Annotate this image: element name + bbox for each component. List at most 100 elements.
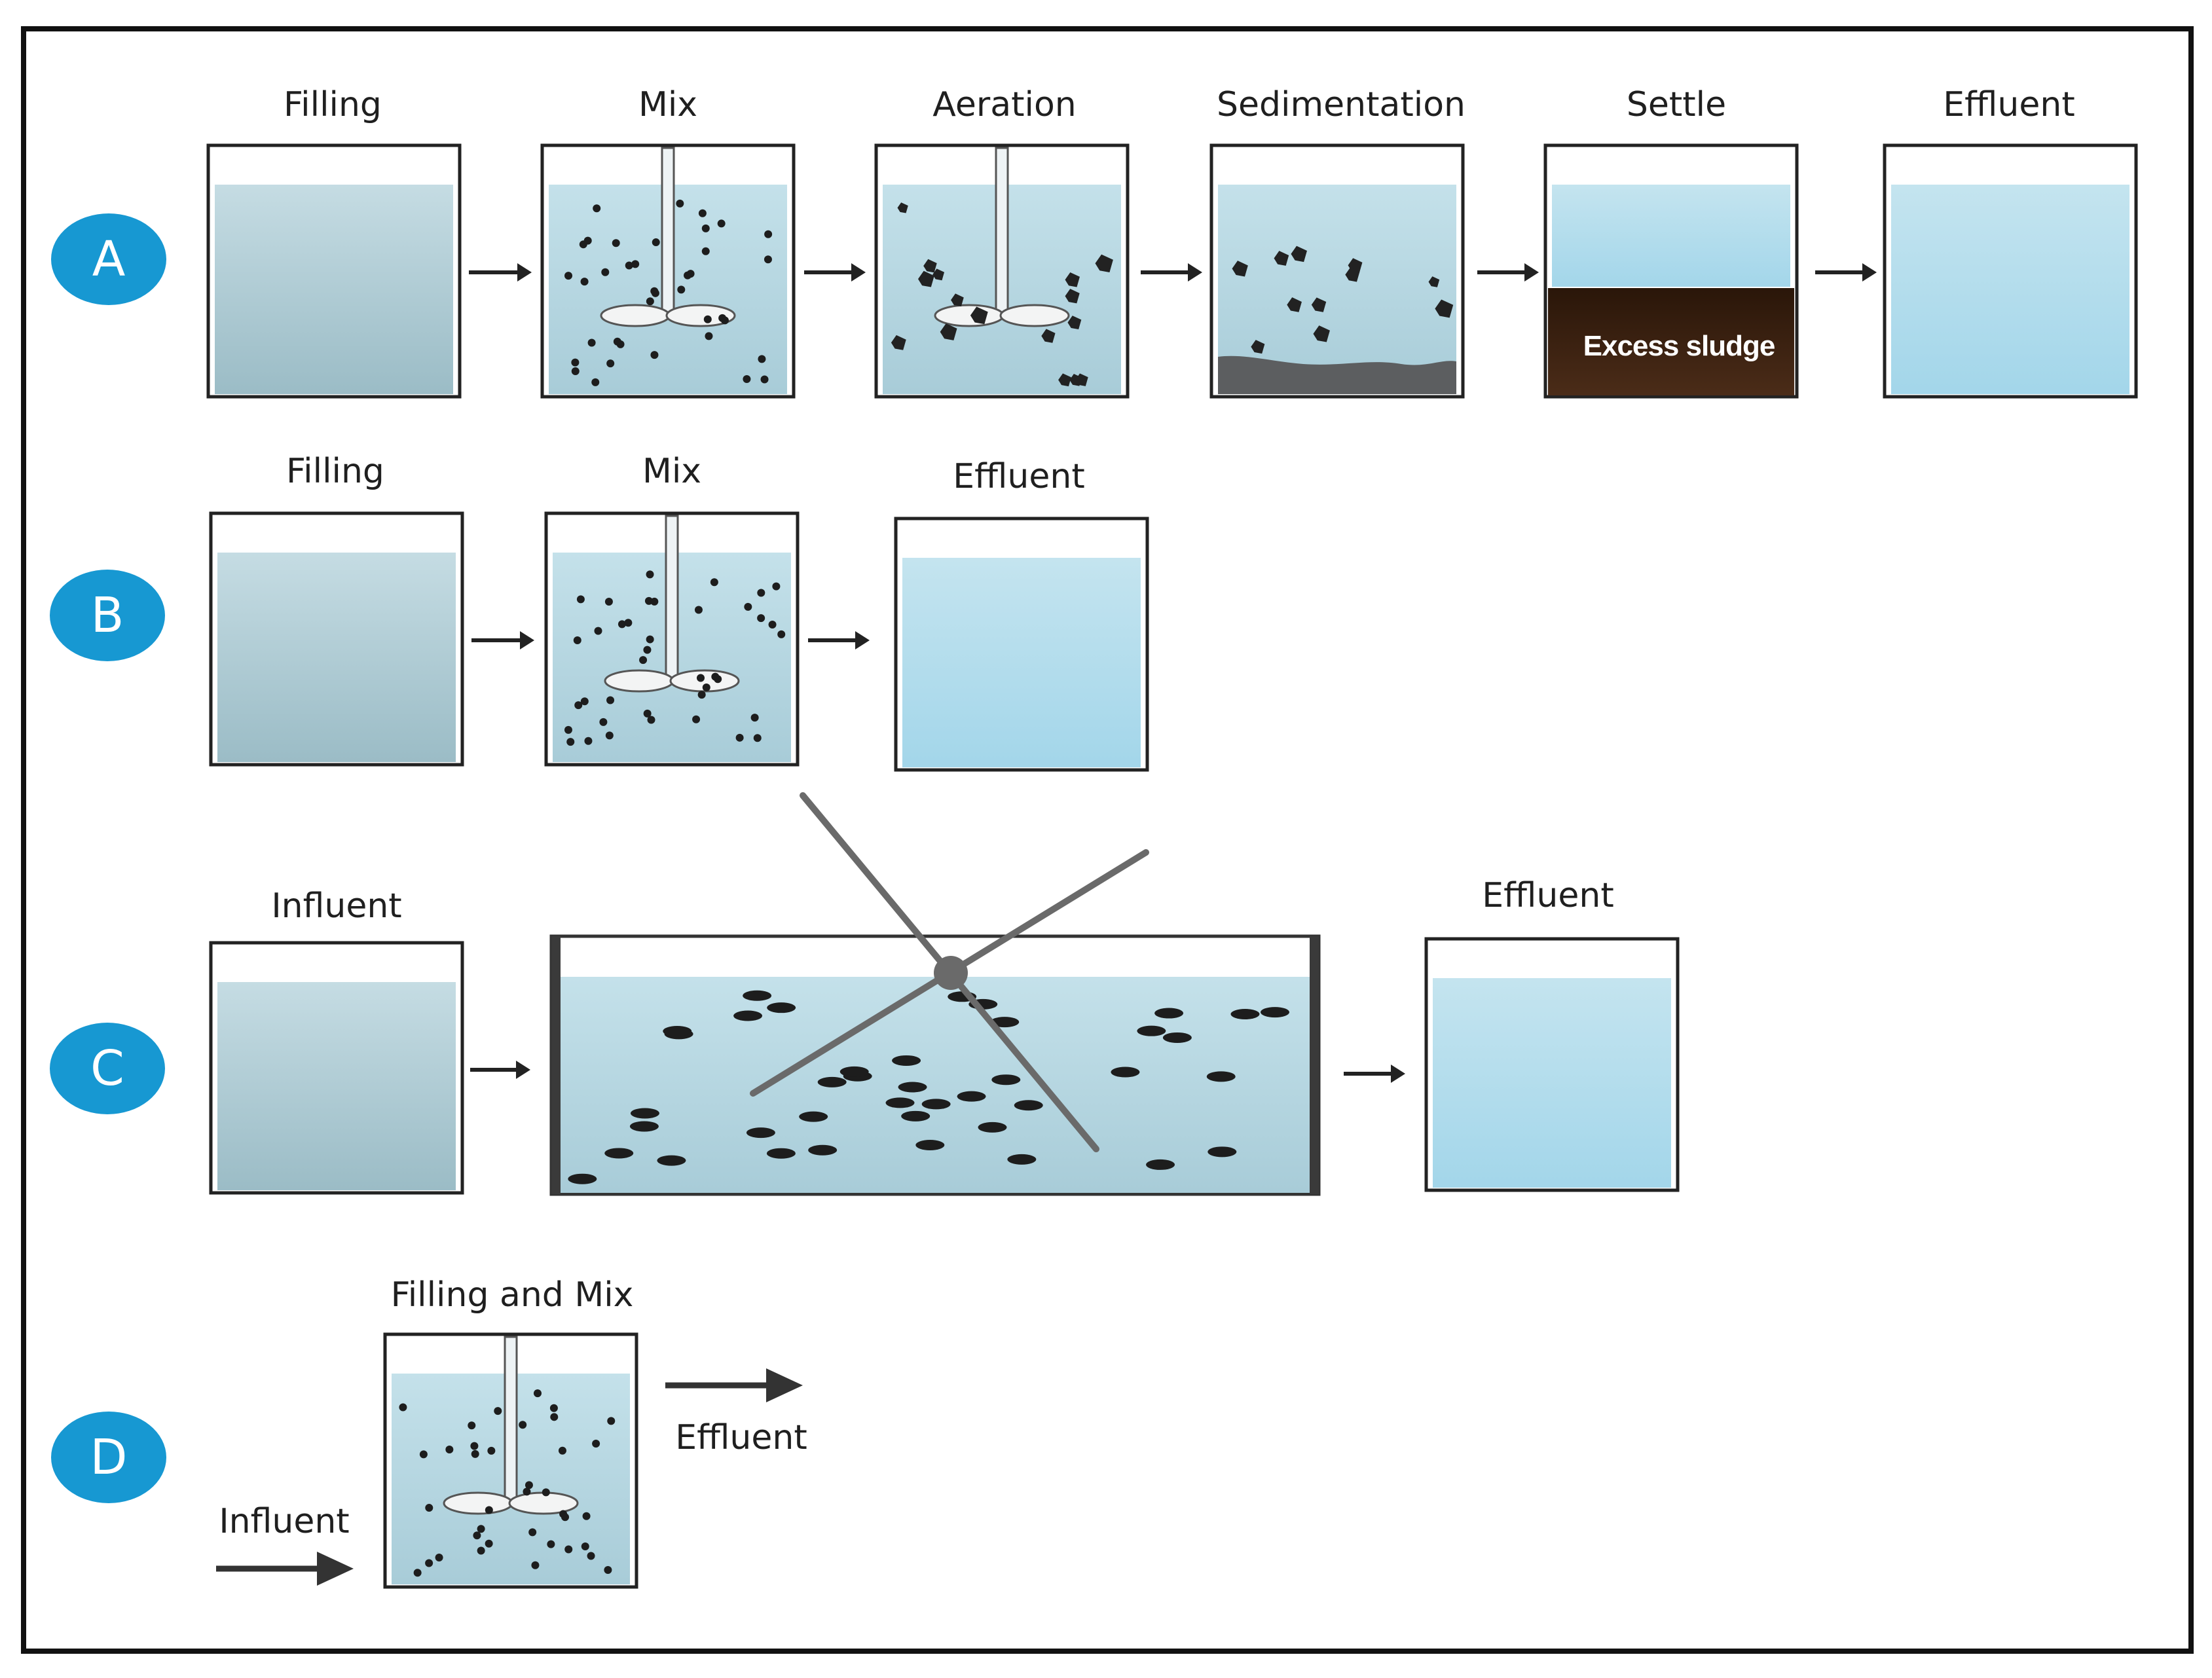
arrows-row-d <box>216 1368 803 1586</box>
particle <box>777 630 786 638</box>
biomass-particle <box>839 1066 869 1077</box>
stirrer-icon <box>604 515 740 693</box>
particle <box>639 656 648 665</box>
particle <box>477 1546 485 1555</box>
particle <box>686 270 695 278</box>
floc <box>891 335 906 350</box>
particle <box>425 1559 433 1567</box>
particle <box>698 209 707 217</box>
particle <box>419 1450 428 1459</box>
particle <box>413 1569 422 1577</box>
particle <box>477 1525 485 1533</box>
particle <box>470 1442 479 1450</box>
particle <box>528 1528 537 1537</box>
particle <box>549 1404 558 1412</box>
particle <box>576 595 585 604</box>
particle <box>692 715 701 723</box>
particle <box>613 337 621 346</box>
particle <box>650 287 659 295</box>
particle <box>487 1446 496 1455</box>
particle <box>764 230 773 238</box>
label-a-settle: Settle <box>1626 85 1727 124</box>
particle <box>547 1540 555 1548</box>
biomass-particle <box>629 1121 659 1132</box>
label-d-filling-and-mix: Filling and Mix <box>390 1275 634 1315</box>
particle <box>757 614 765 623</box>
particle <box>587 338 596 347</box>
biomass-particle <box>990 1017 1020 1028</box>
biomass-particle <box>892 1055 921 1066</box>
label-d-effluent: Effluent <box>675 1418 807 1457</box>
biomass-particle <box>991 1074 1021 1085</box>
biomass-particle <box>604 1148 634 1159</box>
floc <box>1345 267 1360 282</box>
floc <box>1095 254 1113 272</box>
particle <box>750 714 759 722</box>
row-c-badge: C <box>50 1023 165 1114</box>
biomass-particle <box>957 1091 986 1102</box>
particle <box>473 1531 481 1540</box>
biomass-particle <box>1206 1071 1236 1082</box>
particle <box>594 627 602 635</box>
stirrer-icon <box>443 1336 579 1515</box>
particle <box>561 1513 570 1522</box>
label-b-effluent: Effluent <box>953 457 1085 496</box>
particle <box>519 1421 527 1429</box>
biomass-particle <box>799 1111 828 1122</box>
particle <box>701 247 710 255</box>
particle <box>753 734 762 742</box>
particle <box>485 1539 493 1548</box>
particle <box>652 238 660 247</box>
floc <box>1435 299 1454 318</box>
particle <box>571 367 580 376</box>
floc <box>1058 373 1071 387</box>
particle <box>650 597 659 606</box>
floc <box>1232 261 1248 277</box>
label-a-filling: Filling <box>284 85 382 124</box>
arrows-row-b <box>471 631 870 649</box>
label-b-mix: Mix <box>642 452 702 491</box>
particle <box>757 589 765 597</box>
arrows-row-c <box>470 1061 1405 1083</box>
biomass-particle <box>901 1110 931 1122</box>
particle <box>485 1506 493 1514</box>
biomass-particle <box>568 1173 597 1184</box>
tank-a-effluent <box>1883 143 2138 399</box>
particle <box>764 255 772 264</box>
particle <box>735 733 744 742</box>
particle <box>646 297 654 306</box>
biomass-particle <box>746 1127 775 1139</box>
floc <box>932 268 945 281</box>
particle <box>768 620 777 629</box>
floc <box>1041 329 1056 343</box>
biomass-particle <box>767 1002 796 1013</box>
particle <box>744 602 752 611</box>
particle <box>574 701 583 710</box>
particle <box>643 709 652 718</box>
particle <box>533 1389 542 1398</box>
particle <box>468 1421 476 1430</box>
particle <box>711 672 720 681</box>
particle <box>710 578 718 587</box>
label-b-filling: Filling <box>286 452 384 491</box>
stirrer-icon <box>600 147 736 327</box>
floc <box>1428 276 1440 287</box>
particle <box>705 332 713 340</box>
tank-d-filling-and-mix <box>383 1332 638 1589</box>
biomass-particle <box>630 1108 659 1119</box>
particle <box>718 314 727 322</box>
label-c-effluent: Effluent <box>1482 876 1614 915</box>
biomass-particle <box>1230 1008 1260 1019</box>
tank-c-influent <box>209 941 464 1195</box>
biomass-particle <box>1111 1067 1140 1078</box>
particle <box>743 375 751 384</box>
particle <box>772 582 781 591</box>
floc <box>1287 297 1302 312</box>
particle <box>606 359 615 368</box>
floc <box>1069 374 1082 386</box>
stirrer-icon <box>934 147 1070 327</box>
particle <box>550 1413 559 1421</box>
biomass-particle <box>1014 1100 1043 1111</box>
floc <box>1311 297 1327 312</box>
